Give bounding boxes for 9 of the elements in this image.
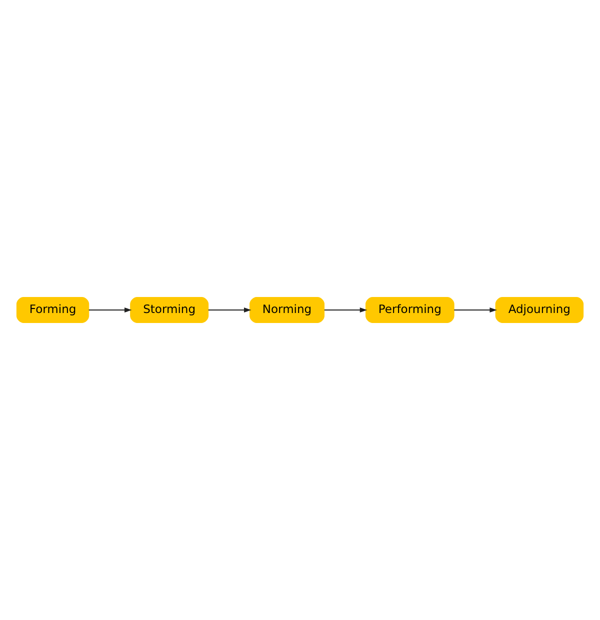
node-box: Performing (365, 297, 454, 323)
arrow (88, 307, 132, 313)
arrow (208, 307, 252, 313)
node-box: Storming (130, 297, 209, 323)
arrow (454, 307, 497, 313)
arrow (324, 307, 368, 313)
node-box: Adjourning (495, 297, 584, 323)
node-box: Norming (250, 297, 325, 323)
node-box: Forming (16, 297, 90, 323)
